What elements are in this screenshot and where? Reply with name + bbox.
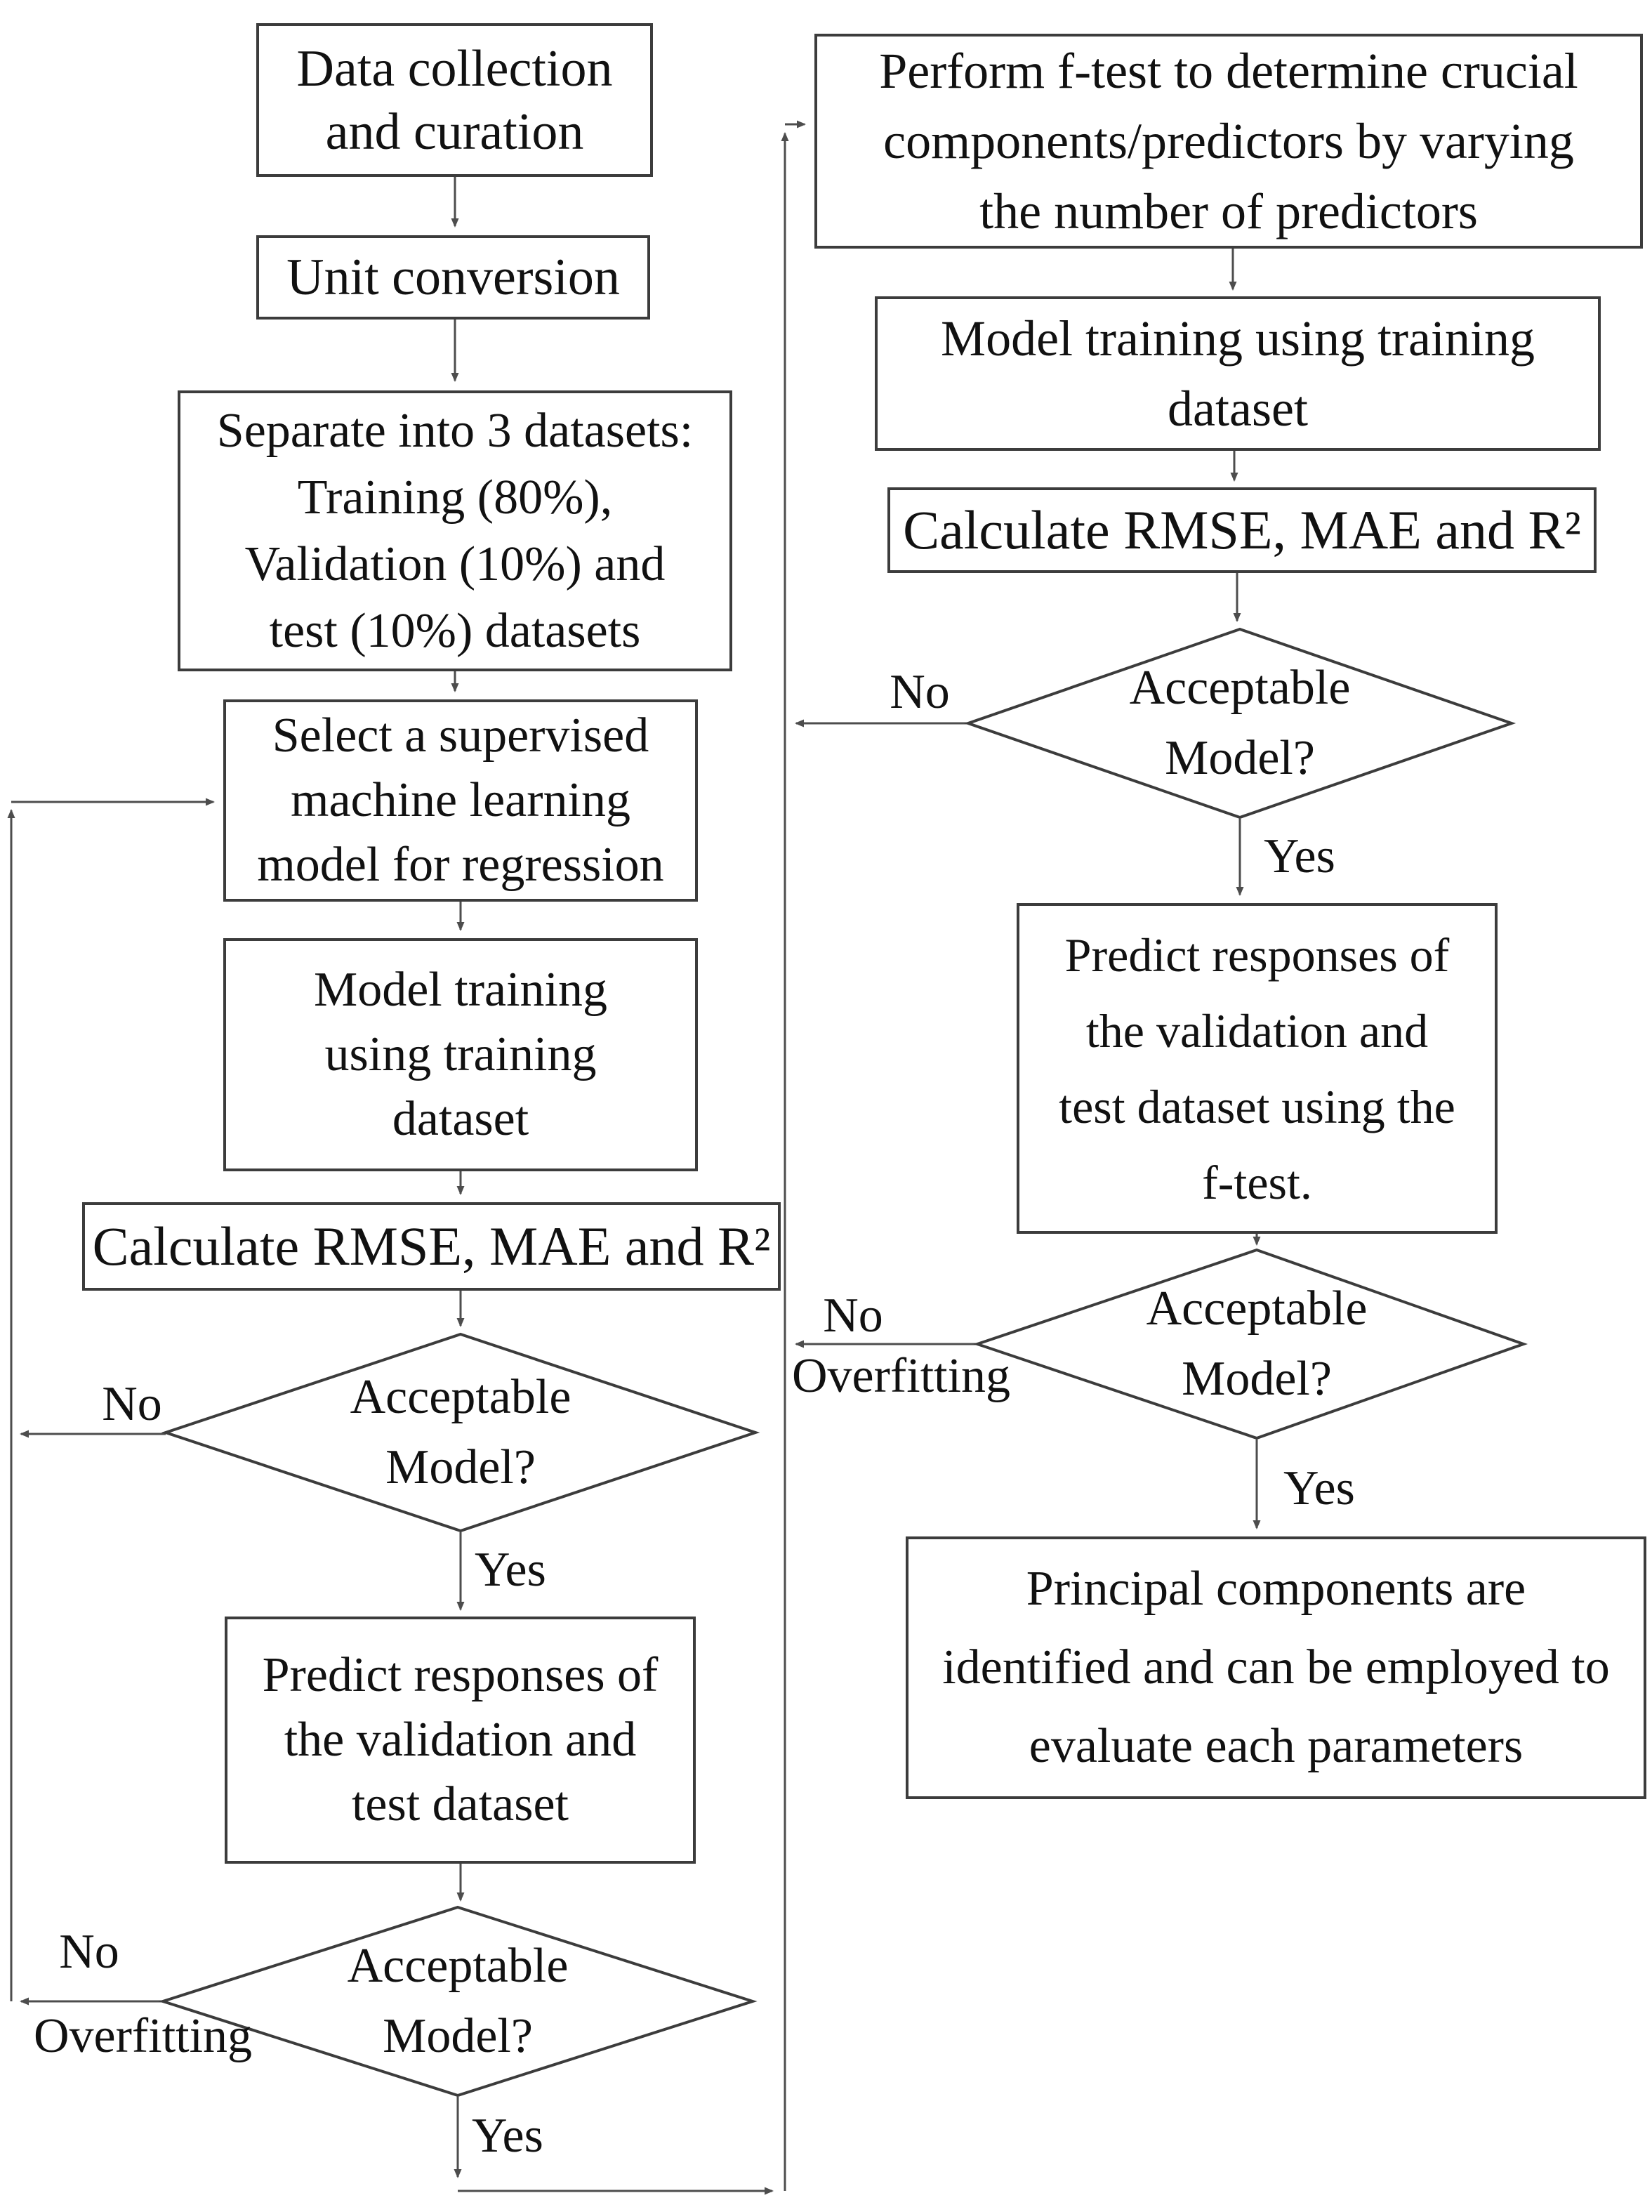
label-yes-right-1: Yes <box>1264 829 1335 883</box>
box-data-collection: Data collection and curation <box>256 23 653 177</box>
diamond-text-acceptable-right-1: Acceptable Model? <box>1129 661 1351 785</box>
label-yes-left-1: Yes <box>475 1543 546 1597</box>
label-no-right-2: No <box>823 1289 883 1343</box>
label-yes-right-2: Yes <box>1283 1461 1355 1515</box>
diamond-acceptable-model-left-2 <box>158 1905 758 2098</box>
box-predict-responses-ftest: Predict responses of the validation and … <box>1017 903 1498 1234</box>
box-calculate-metrics-right: Calculate RMSE, MAE and R² <box>887 487 1597 573</box>
diamond-acceptable-model-right-1 <box>963 627 1516 819</box>
box-unit-conversion: Unit conversion <box>256 235 650 320</box>
box-calculate-metrics-left: Calculate RMSE, MAE and R² <box>82 1202 781 1291</box>
diamond-acceptable-model-right-2 <box>972 1248 1528 1440</box>
box-model-training-left: Model training using training dataset <box>223 938 698 1171</box>
box-perform-ftest: Perform f-test to determine crucial comp… <box>814 34 1643 249</box>
label-no-left-2: No <box>59 1925 119 1979</box>
diamond-acceptable-model-left-1 <box>161 1332 760 1533</box>
box-predict-responses-left: Predict responses of the validation and … <box>225 1617 696 1864</box>
label-no-left-1: No <box>102 1377 162 1431</box>
label-overfitting-left: Overfitting <box>34 2009 253 2063</box>
box-principal-components: Principal components are identified and … <box>906 1536 1646 1799</box>
box-separate-datasets: Separate into 3 datasets: Training (80%)… <box>178 390 732 671</box>
box-model-training-right: Model training using training dataset <box>875 296 1601 451</box>
diamond-text-acceptable-left-2: Acceptable Model? <box>347 1939 569 2063</box>
diamond-text-acceptable-left-1: Acceptable Model? <box>350 1370 571 1494</box>
diamond-text-acceptable-right-2: Acceptable Model? <box>1146 1282 1368 1406</box>
box-select-model: Select a supervised machine learning mod… <box>223 699 698 902</box>
label-overfitting-right: Overfitting <box>792 1349 1011 1403</box>
label-yes-left-2: Yes <box>472 2109 543 2163</box>
label-no-right-1: No <box>890 665 950 719</box>
